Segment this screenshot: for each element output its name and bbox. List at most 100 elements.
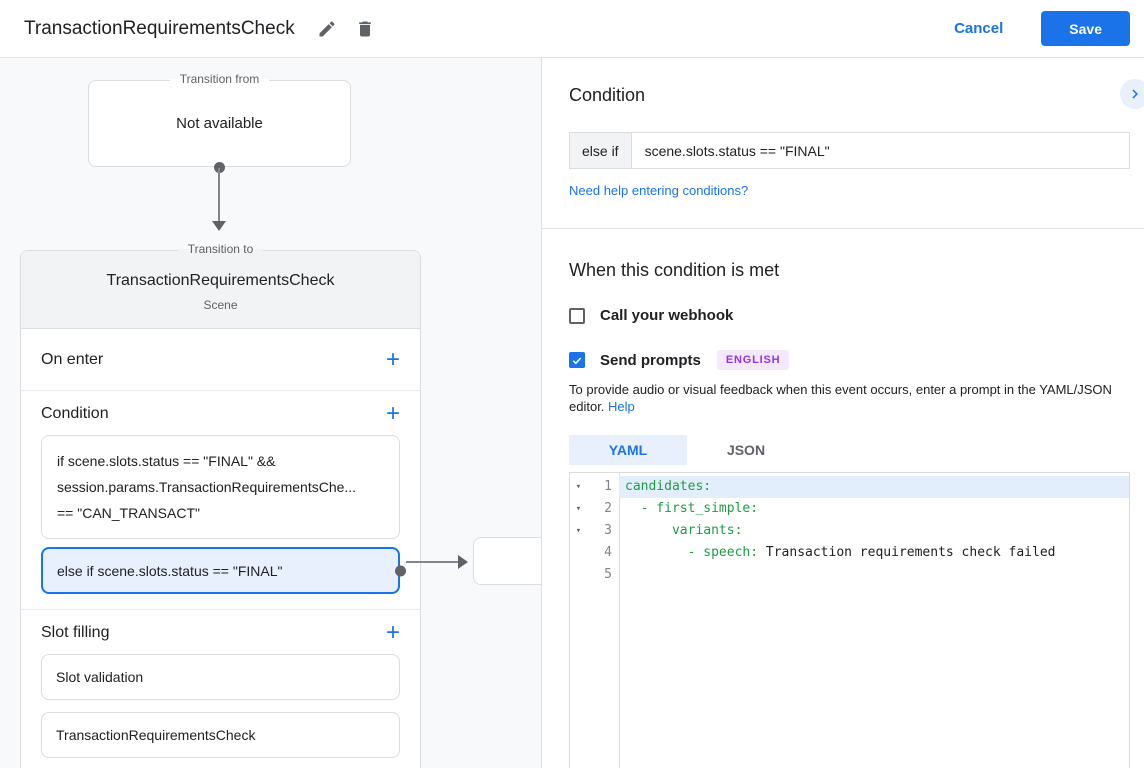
top-bar-right: Cancel Save [948, 11, 1130, 46]
cancel-button[interactable]: Cancel [948, 19, 1009, 38]
chevron-right-icon [1132, 89, 1138, 99]
pencil-icon [319, 20, 335, 36]
on-enter-label: On enter [41, 350, 104, 368]
scene-node-card: Transition to TransactionRequirementsChe… [20, 242, 421, 768]
condition-section-header: Condition + [21, 391, 420, 435]
fold-arrow-icon [570, 542, 587, 564]
if-condition-line: session.params.TransactionRequirementsCh… [57, 479, 357, 495]
tab-json[interactable]: JSON [726, 442, 766, 458]
call-webhook-label: Call your webhook [600, 307, 734, 324]
slot-filling-label: Slot filling [41, 624, 110, 641]
transition-target-node[interactable] [473, 537, 541, 585]
on-enter-section[interactable]: On enter + [21, 329, 420, 391]
scene-type: Scene [203, 298, 238, 312]
slot-item-label: TransactionRequirementsCheck [56, 727, 256, 743]
add-on-enter-icon[interactable]: + [385, 345, 400, 373]
yaml-key-token: candidates: [625, 479, 712, 494]
delete-scene-button[interactable] [349, 13, 381, 45]
fold-arrow-icon [570, 564, 587, 586]
yaml-key-token: variants: [625, 523, 743, 538]
top-bar-left: TransactionRequirementsCheck [24, 13, 381, 45]
connector-line [218, 168, 220, 222]
save-button[interactable]: Save [1041, 11, 1130, 46]
prompt-hint-body: To provide audio or visual feedback when… [569, 382, 1112, 414]
send-prompts-checkbox[interactable] [569, 352, 585, 368]
code-line[interactable]: 4 - speech: Transaction requirements che… [570, 542, 1129, 564]
panel-header: Condition [569, 79, 1144, 109]
page-title: TransactionRequirementsCheck [24, 17, 295, 39]
editor-gutter: 5 [570, 564, 619, 586]
line-number: 2 [604, 501, 612, 516]
if-condition-line: if scene.slots.status == "FINAL" && [57, 453, 276, 469]
condition-expression-input[interactable] [631, 133, 1129, 168]
fold-arrow-icon[interactable]: ▾ [575, 526, 582, 536]
editor-gutter: 4 [570, 542, 619, 564]
scene-name: TransactionRequirementsCheck [106, 272, 335, 289]
scene-flow-canvas: Transition from Not available Transition… [0, 58, 541, 768]
fold-arrow-icon[interactable]: ▾ [575, 482, 582, 492]
transition-from-node: Transition from Not available [88, 72, 351, 167]
code-text[interactable]: - first_simple: [619, 498, 1129, 520]
line-number: 3 [604, 523, 612, 538]
language-badge: ENGLISH [716, 350, 790, 370]
add-slot-icon[interactable]: + [385, 619, 400, 646]
code-line[interactable]: 5 [570, 564, 1129, 586]
condition-expression-row: else if [569, 132, 1130, 169]
editor-gutter: ▾3 [570, 520, 619, 542]
code-line[interactable]: ▾3 variants: [570, 520, 1129, 542]
slot-transaction-box[interactable]: TransactionRequirementsCheck [41, 712, 400, 758]
editor-format-tabs: YAML JSON [569, 435, 1130, 465]
send-prompts-label: Send prompts [600, 351, 701, 369]
panel-divider [542, 228, 1144, 229]
check-icon [572, 356, 582, 364]
code-text[interactable]: variants: [619, 520, 1129, 542]
connector-dot [395, 565, 406, 576]
arrowhead-down-icon [212, 221, 226, 231]
if-condition-box[interactable]: if scene.slots.status == "FINAL" && sess… [41, 435, 400, 539]
connector-dot [214, 162, 225, 173]
add-condition-icon[interactable]: + [385, 400, 400, 427]
else-if-condition-text: else if scene.slots.status == "FINAL" [57, 562, 283, 579]
slot-filling-section-header: Slot filling + [21, 610, 420, 654]
condition-help-link[interactable]: Need help entering conditions? [569, 183, 749, 198]
call-webhook-checkbox[interactable] [569, 307, 585, 324]
condition-section-label: Condition [41, 405, 109, 422]
top-bar: TransactionRequirementsCheck Cancel Save [0, 0, 1144, 58]
tab-yaml[interactable]: YAML [569, 435, 687, 465]
send-prompts-row: Send prompts ENGLISH [569, 350, 1130, 370]
prompt-hint-text: To provide audio or visual feedback when… [569, 381, 1114, 415]
help-link[interactable]: Help [608, 399, 635, 414]
line-number: 4 [604, 545, 612, 560]
panel-title: Condition [569, 85, 646, 105]
section-divider [21, 609, 420, 610]
code-text[interactable]: - speech: Transaction requirements check… [619, 542, 1129, 564]
code-text[interactable]: candidates: [619, 476, 1129, 498]
connector-line [406, 561, 460, 563]
editor-gutter: ▾2 [570, 498, 619, 520]
yaml-key-token: - speech: [625, 545, 759, 560]
line-number: 1 [604, 479, 612, 494]
collapse-panel-button[interactable] [1120, 79, 1144, 109]
condition-prefix-chip: else if [570, 133, 632, 168]
edit-title-button[interactable] [311, 13, 343, 45]
webhook-row: Call your webhook [569, 307, 1130, 324]
slot-item-label: Slot validation [56, 669, 144, 685]
yaml-text-token: Transaction requirements check failed [758, 545, 1056, 560]
yaml-key-token: - first_simple: [625, 501, 759, 516]
arrowhead-right-icon [458, 555, 468, 569]
condition-detail-panel: Condition else if Need help entering con… [541, 58, 1144, 768]
code-text[interactable] [619, 564, 1129, 586]
slot-validation-box[interactable]: Slot validation [41, 654, 400, 700]
if-condition-line: == "CAN_TRANSACT" [57, 505, 200, 521]
else-if-condition-box-selected[interactable]: else if scene.slots.status == "FINAL" [41, 547, 406, 594]
code-line[interactable]: ▾2 - first_simple: [570, 498, 1129, 520]
transition-from-value: Not available [176, 115, 263, 132]
fold-arrow-icon[interactable]: ▾ [575, 504, 582, 514]
scene-card-header[interactable]: TransactionRequirementsCheck Scene [21, 251, 420, 329]
editor-gutter: ▾1 [570, 476, 619, 498]
when-condition-met-heading: When this condition is met [569, 260, 780, 280]
trash-icon [358, 21, 371, 36]
